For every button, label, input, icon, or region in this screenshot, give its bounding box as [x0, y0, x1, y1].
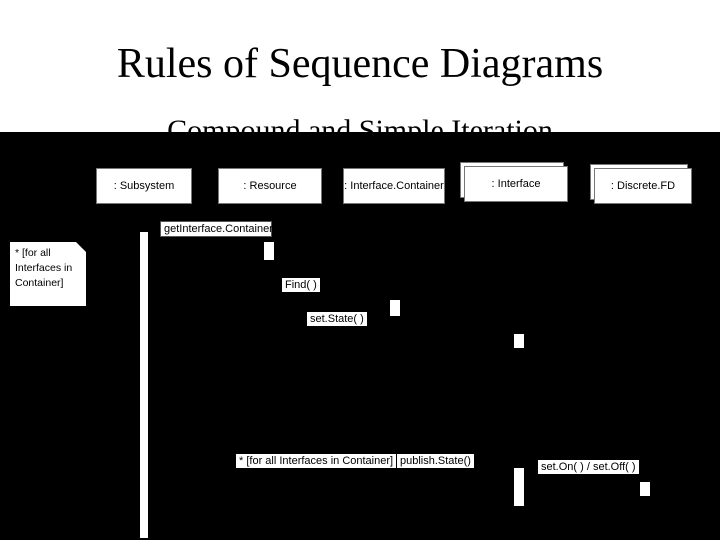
object-label: : Discrete.FD [610, 180, 676, 192]
object-resource: : Resource [218, 168, 322, 204]
activation-discrete-fd [640, 482, 650, 496]
object-discrete-fd: : Discrete.FD [594, 168, 692, 204]
message-get-interface-container: getInterface.Container( ) [160, 221, 283, 237]
object-interface-container: : Interface.Container [343, 168, 445, 204]
activation-interface-container [390, 300, 400, 316]
message-set-state: set.State( ) [307, 312, 367, 326]
object-label: : Interface.Container [344, 180, 444, 192]
activation-interface [514, 334, 524, 348]
lifeline-subsystem [140, 232, 148, 538]
activation-interface-publish [514, 468, 524, 506]
object-label: : Subsystem [113, 180, 175, 192]
iteration-note: * [for all Interfaces in Container] [10, 242, 86, 306]
object-label: : Resource [243, 180, 297, 192]
message-publish-state: publish.State() [396, 454, 474, 468]
activation-resource [264, 242, 274, 260]
object-interface: : Interface [464, 166, 568, 202]
message-iteration-guard: * [for all Interfaces in Container] [236, 454, 396, 468]
sequence-diagram: : Subsystem : Resource : Interface.Conta… [0, 132, 720, 540]
slide-title: Rules of Sequence Diagrams [116, 41, 604, 87]
object-label: : Interface [491, 178, 541, 190]
object-subsystem: : Subsystem [96, 168, 192, 204]
message-set-on-off: set.On( ) / set.Off( ) [538, 460, 639, 474]
message-find: Find( ) [282, 278, 320, 292]
